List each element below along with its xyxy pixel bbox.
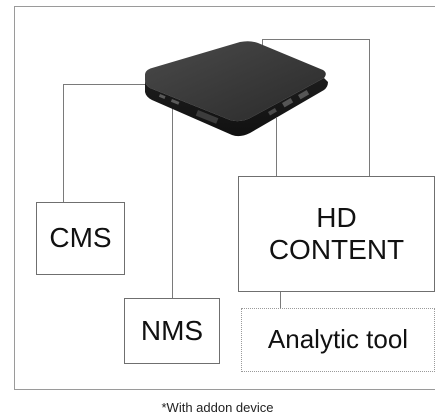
nms-node: NMS [124,298,220,364]
connector-port-vertical [276,118,277,176]
connector-analytic-vertical [280,292,281,308]
media-player-box-icon [145,41,328,137]
connector-hd-vertical [369,39,370,176]
analytic-tool-node: Analytic tool [241,308,435,372]
connector-cms-horizontal [63,84,145,85]
connector-cms-vertical [63,84,64,202]
nms-label: NMS [140,314,204,346]
hd-content-node: HD CONTENT [238,176,435,292]
analytic-tool-label: Analytic tool [267,324,409,355]
connector-nms-vertical [172,108,173,298]
diagram-frame [14,6,435,390]
connector-hd-horizontal [262,39,370,40]
hd-content-label: HD CONTENT [268,201,405,265]
footnote-caption: *With addon device [161,400,274,415]
cms-node: CMS [36,202,125,275]
cms-label: CMS [49,222,112,254]
